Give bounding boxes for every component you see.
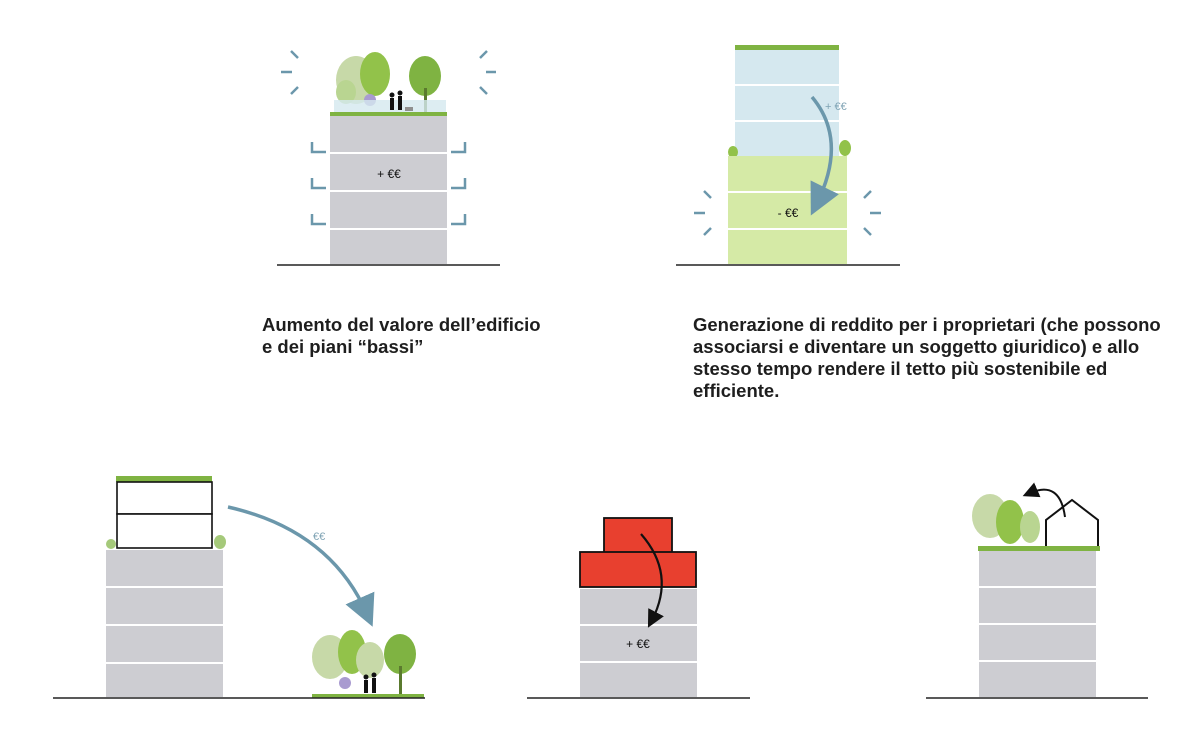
- extension-top-block: [603, 517, 673, 555]
- people-figures: [389, 90, 403, 110]
- shrub-icon: [728, 140, 851, 158]
- diagram-rooftop-house-garden: [926, 482, 1148, 699]
- people-figures: [363, 672, 377, 693]
- building-floors: [979, 551, 1096, 697]
- green-roof: [735, 45, 839, 50]
- bench: [405, 107, 413, 111]
- plus-money-label: + €€: [626, 637, 650, 651]
- relocation-arrow: [1022, 482, 1066, 518]
- plus-money-label: + €€: [377, 167, 401, 181]
- new-floors: [735, 50, 839, 156]
- value-brackets: [310, 142, 467, 226]
- park-trees: [312, 630, 416, 694]
- diagram-red-extension-value: + €€: [527, 517, 750, 699]
- building-floors: [580, 589, 697, 697]
- house-icon: [1045, 498, 1099, 550]
- plus-money-label: + €€: [825, 101, 847, 113]
- diagram-extension-funds-park: €€: [53, 476, 425, 699]
- radiating-lines: [281, 50, 496, 95]
- caption-building-value: Aumento del valore dell’edificio e dei p…: [262, 314, 541, 357]
- caption-income-generation: Generazione di reddito per i proprietari…: [693, 314, 1161, 401]
- minus-money-label: - €€: [778, 206, 799, 220]
- building-floors: [330, 116, 447, 264]
- value-flow-arrow: [640, 533, 664, 628]
- tree-group: [972, 494, 1040, 544]
- green-roof: [116, 476, 212, 482]
- new-floors-outline: [116, 481, 213, 549]
- extension-base-block: [579, 551, 697, 588]
- funding-flow-arrow: [227, 505, 375, 627]
- green-roof: [330, 112, 447, 116]
- green-roof: [978, 546, 1100, 551]
- building-floors: [106, 550, 223, 697]
- diagram-rooftop-extension-income: + €€ - €€: [676, 45, 900, 266]
- income-flow-arrow: [810, 95, 839, 216]
- park-lawn: [312, 694, 424, 698]
- diagram-rooftop-garden-value: + €€: [277, 50, 500, 266]
- radiating-lines: [694, 190, 881, 236]
- money-label: €€: [313, 531, 325, 543]
- shrub-icon: [106, 535, 226, 549]
